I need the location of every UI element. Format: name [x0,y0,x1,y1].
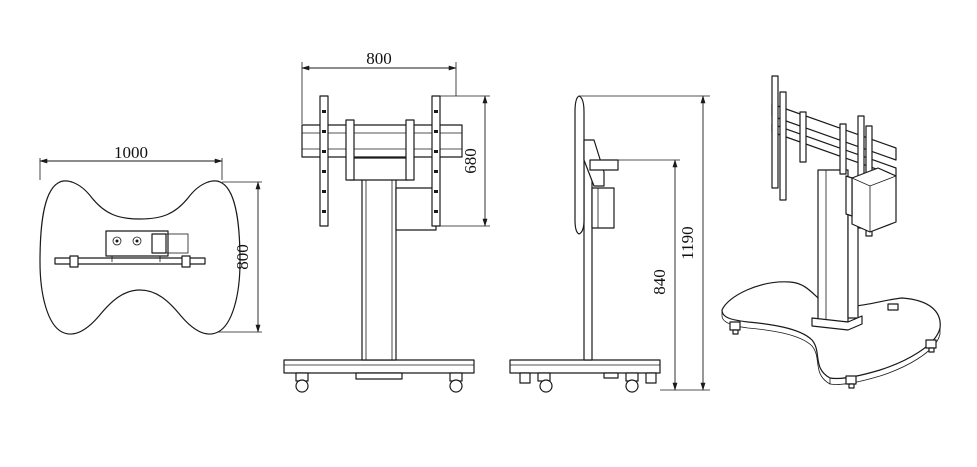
top-depth-label: 800 [233,244,252,270]
top-width-label: 1000 [114,143,148,162]
side-view: 840 1190 [509,95,710,393]
front-view: 800 680 [283,49,490,393]
front-height-label: 680 [461,148,480,174]
top-view: 1000 800 [39,143,262,335]
side-height-label: 840 [650,269,669,295]
side-total-height-label: 1190 [678,226,697,259]
isometric-view [721,75,941,389]
front-width-label: 800 [366,49,392,68]
